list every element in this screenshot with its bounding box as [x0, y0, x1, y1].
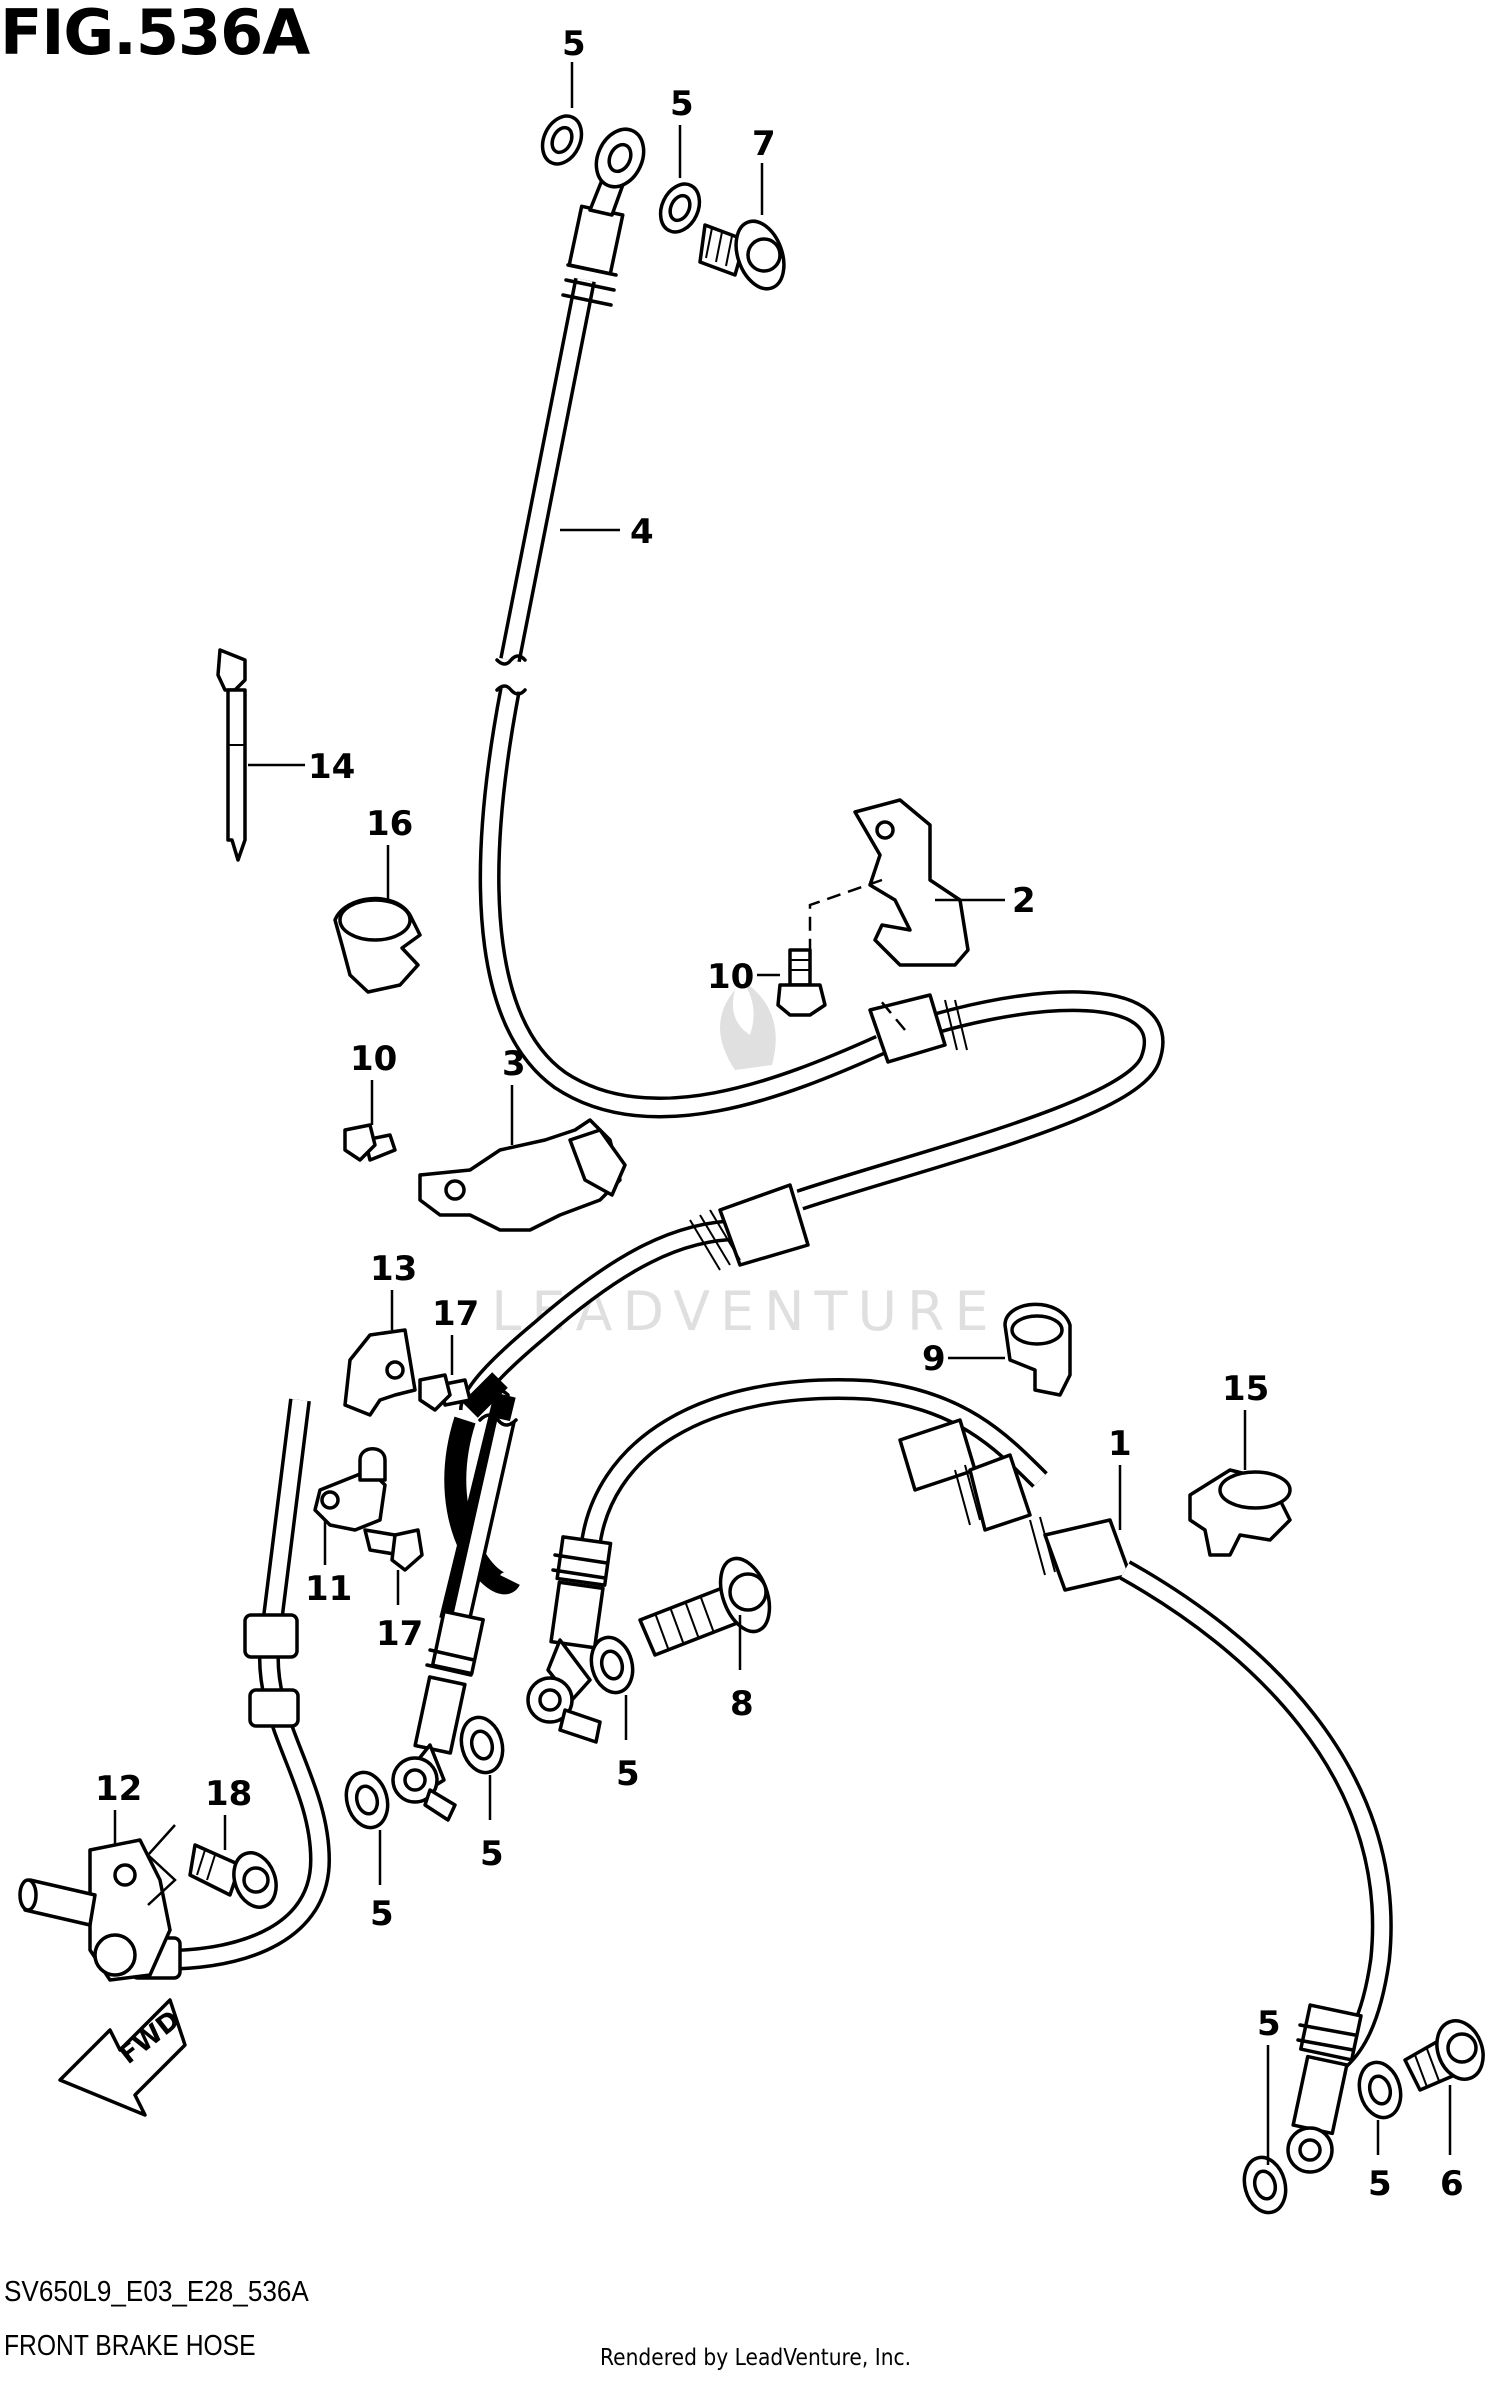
callout-12: 12 [95, 1769, 142, 1809]
callout-10: 10 [707, 957, 754, 997]
fwd-arrow: FWD [58, 1998, 187, 2117]
clamp-11[interactable] [313, 1447, 387, 1532]
callout-5: 5 [480, 1834, 504, 1874]
washer-5f[interactable] [1353, 2058, 1406, 2122]
bolt-18[interactable] [188, 1843, 283, 1913]
callout-1: 1 [1108, 1424, 1132, 1464]
bolt-8[interactable] [638, 1552, 779, 1657]
bolt-17-lower[interactable] [363, 1528, 424, 1572]
bracket-3[interactable] [418, 1118, 627, 1232]
callout-4: 4 [630, 512, 654, 552]
washer-5a[interactable] [535, 110, 589, 171]
washer-5c[interactable] [585, 1633, 638, 1697]
brake-hose-caliper[interactable] [526, 1378, 1393, 2174]
washer-5b[interactable] [653, 178, 707, 239]
washer-5d[interactable] [455, 1713, 508, 1777]
callout-17: 17 [376, 1614, 423, 1654]
callout-3: 3 [502, 1044, 526, 1084]
callout-13: 13 [370, 1249, 417, 1289]
clamp-9[interactable] [1003, 1302, 1072, 1397]
callout-2: 2 [1012, 881, 1036, 921]
callout-7: 7 [752, 124, 776, 164]
callout-5: 5 [370, 1894, 394, 1934]
callout-6: 6 [1440, 2164, 1464, 2204]
callout-5: 5 [1257, 2004, 1281, 2044]
model-code: SV650L9_E03_E28_536A [4, 2276, 309, 2308]
callout-5: 5 [1368, 2164, 1392, 2204]
bolt-17-upper[interactable] [418, 1373, 472, 1412]
bolt-10-lower[interactable] [343, 1123, 397, 1162]
figure-title: FIG.536A [0, 0, 310, 69]
washer-5g[interactable] [1238, 2153, 1291, 2217]
clamp-15[interactable] [1188, 1468, 1292, 1557]
callout-14: 14 [308, 747, 355, 787]
callout-5: 5 [616, 1754, 640, 1794]
callout-17: 17 [432, 1294, 479, 1334]
callout-11: 11 [305, 1569, 352, 1609]
callout-16: 16 [366, 804, 413, 844]
callout-10: 10 [350, 1039, 397, 1079]
render-credit: Rendered by LeadVenture, Inc. [600, 2345, 912, 2371]
clamp-13[interactable] [343, 1328, 417, 1417]
bolt-7[interactable] [698, 215, 793, 296]
diagram-name: FRONT BRAKE HOSE [4, 2330, 256, 2362]
abs-sensor[interactable] [18, 1838, 172, 1982]
bolt-6[interactable] [1403, 2014, 1491, 2092]
callout-5: 5 [670, 84, 694, 124]
callout-5: 5 [562, 24, 586, 64]
brake-hose-upper[interactable] [478, 122, 885, 1119]
callout-15: 15 [1222, 1369, 1269, 1409]
leader-lines [113, 62, 1452, 2165]
callout-8: 8 [730, 1684, 754, 1724]
callout-18: 18 [205, 1774, 252, 1814]
brake-hose-lower-left[interactable] [391, 1372, 520, 1822]
callouts: 5 5 7 4 14 16 2 10 10 3 13 17 9 15 1 11 … [95, 24, 1464, 2204]
bracket-2[interactable] [808, 798, 970, 967]
washer-5e[interactable] [340, 1768, 393, 1832]
bolt-10-upper[interactable] [776, 948, 827, 1017]
cable-tie-14[interactable] [216, 648, 247, 862]
clamp-16[interactable] [333, 896, 422, 994]
callout-9: 9 [922, 1339, 946, 1379]
